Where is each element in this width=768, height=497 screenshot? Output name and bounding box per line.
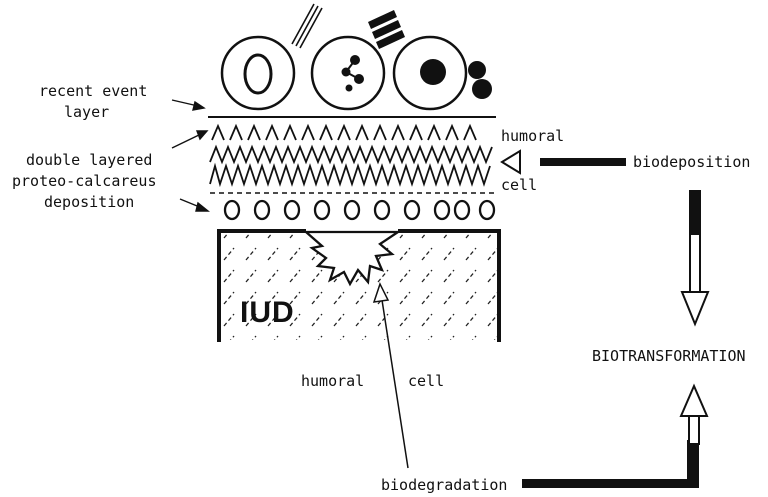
biotransformation-label: BIOTRANSFORMATION: [592, 347, 746, 365]
granule-cluster: [342, 55, 365, 92]
fibrin-strands: [292, 4, 322, 48]
biodegradation-to-biotransformation-arrow: [522, 386, 707, 488]
biodeposition-label: biodeposition: [633, 153, 750, 171]
recent-event-cells: [222, 4, 492, 109]
cell-label: cell: [501, 176, 537, 194]
double-layered-label-line2: proteo-calcareus: [12, 172, 157, 190]
humoral-label: humoral: [501, 127, 564, 145]
cell-bottom-label: cell: [408, 372, 444, 390]
calcareus-granules: [225, 201, 494, 219]
recent-event-label-line2: layer: [64, 103, 109, 121]
double-layered-label-line1: double layered: [26, 151, 152, 169]
cell-zigzag-upper: [210, 147, 492, 162]
recent-event-label-line1: recent event: [39, 82, 147, 100]
biodeposition-arrow: [502, 151, 626, 173]
double-layered-label-line3: deposition: [44, 193, 134, 211]
biodegradation-label: biodegradation: [381, 476, 507, 494]
pointer-arrows: [172, 100, 208, 211]
iud-label: IUD: [240, 296, 295, 330]
bars-symbol: [368, 10, 405, 49]
biodeposition-to-biotransformation-arrow: [682, 190, 708, 324]
cell-zigzag-lower: [210, 166, 490, 184]
humoral-bottom-label: humoral: [301, 372, 364, 390]
humoral-zigzag: [212, 126, 476, 140]
